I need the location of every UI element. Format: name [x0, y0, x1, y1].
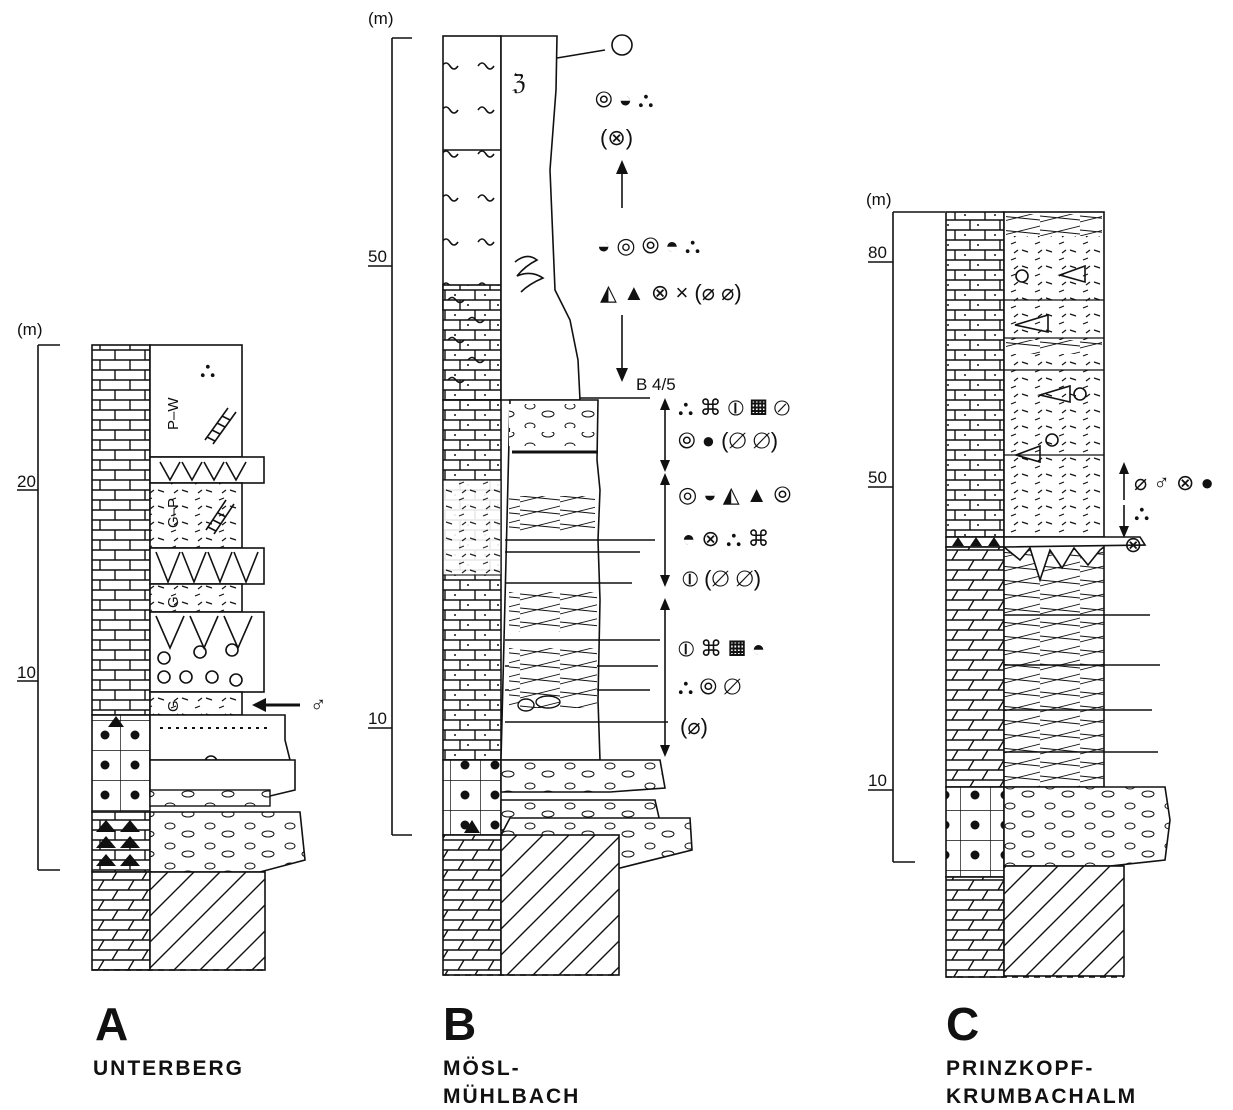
fossil-symbol-a-side: ♂ — [310, 692, 327, 717]
limestone-column-c — [945, 211, 1005, 538]
fossil-symbol-a-top: ⛬ — [200, 357, 215, 382]
column-name-c-line1: PRINZKOPF- — [946, 1057, 1094, 1080]
column-name-b-line2: MÜHLBACH — [443, 1085, 580, 1108]
fossils-b2: (⊗) — [600, 125, 633, 150]
fossils-c1: ⌀ ♂ ⊗ ● — [1134, 470, 1214, 495]
facies-label-g2: G — [165, 700, 182, 712]
fossils-b7: ◎ ◒ ◭ ▲ ⦾ — [678, 482, 791, 507]
sandstone-layers-c — [1004, 614, 1160, 753]
ammonite-icon — [611, 34, 633, 56]
dolomite-column-a — [91, 871, 151, 971]
conglomerate-c — [1003, 786, 1171, 867]
column-name-b-line1: MÖSL- — [443, 1057, 521, 1080]
tick-label-a-10: 10 — [17, 663, 36, 682]
fossils-b11: ⛬ ⦾ ⌀ — [678, 674, 741, 699]
basement-a — [149, 871, 266, 971]
fossils-b6: ⦾ ● (⌀ ⌀) — [678, 428, 778, 453]
reef-layer-a1 — [149, 456, 265, 484]
bed-marker-b: B 4/5 — [636, 375, 676, 394]
basement-b — [500, 834, 620, 976]
tick-label-c-80: 80 — [868, 243, 887, 262]
fossils-b8: ◓ ⊗ ⛬ ⌘ — [682, 526, 769, 551]
column-a: (m) 20 10 — [17, 320, 327, 1080]
fossils-b5: ⛬ ⌘ ⦶ ▦ ⊘ — [678, 395, 790, 420]
tick-label-c-10: 10 — [868, 771, 887, 790]
limestone-column-b — [442, 399, 502, 761]
facies-label-pw: P–W — [165, 397, 182, 430]
column-b: (m) 50 10 ℨ — [368, 9, 791, 1108]
dolomite-column-b — [442, 834, 502, 976]
burrow-symbols-b — [514, 255, 545, 293]
conglomerate-a — [149, 811, 306, 873]
fossils-b9: ⦶ (⌀ ⌀) — [682, 566, 761, 591]
tick-label-b-50: 50 — [368, 247, 387, 266]
unit-label-b: (m) — [368, 9, 393, 28]
limestone-column-a — [91, 344, 151, 716]
fossils-c3: ⊗ — [1124, 532, 1142, 557]
column-letter-a: A — [95, 998, 128, 1050]
fossils-c2: ⛬ — [1134, 500, 1149, 525]
fossils-b1: ⦾ ◒ ⛬ — [595, 87, 654, 112]
tick-label-b-10: 10 — [368, 709, 387, 728]
unit-label-a: (m) — [17, 320, 42, 339]
fossils-b10: ⦶ ⌘ ▦ ◓ — [678, 636, 765, 661]
shell-symbols-c — [1015, 269, 1087, 447]
breccia-column-a — [91, 714, 151, 813]
unit-label-c: (m) — [866, 190, 891, 209]
marl-column-b — [442, 35, 502, 311]
facies-label-g1: G — [165, 596, 182, 608]
basement-c — [1003, 865, 1125, 977]
column-letter-c: C — [946, 998, 979, 1050]
breccia-triangles-a — [96, 716, 140, 866]
tick-label-a-20: 20 — [17, 472, 36, 491]
fossils-b12: (⌀) — [680, 714, 708, 739]
fossils-b3: ◒ ◎ ⦾ ◓ ⛬ — [597, 233, 700, 258]
column-name-a: UNTERBERG — [93, 1057, 244, 1080]
shell-symbols-a — [157, 643, 243, 687]
facies-label-gp: G–P — [165, 498, 182, 528]
column-name-c-line2: KRUMBACHALM — [946, 1085, 1137, 1108]
interval-arrows-b — [660, 398, 670, 757]
tick-label-c-50: 50 — [868, 468, 887, 487]
column-letter-b: B — [443, 998, 476, 1050]
svg-text:ℨ: ℨ — [512, 70, 526, 95]
fossils-b4: ◭ ▲ ⊗ × (⌀ ⌀) — [600, 280, 742, 305]
breccia-column-c — [945, 786, 1005, 878]
dolomite-column-c — [945, 546, 1005, 788]
column-c: (m) 80 50 10 ⌀ — [866, 190, 1214, 1108]
